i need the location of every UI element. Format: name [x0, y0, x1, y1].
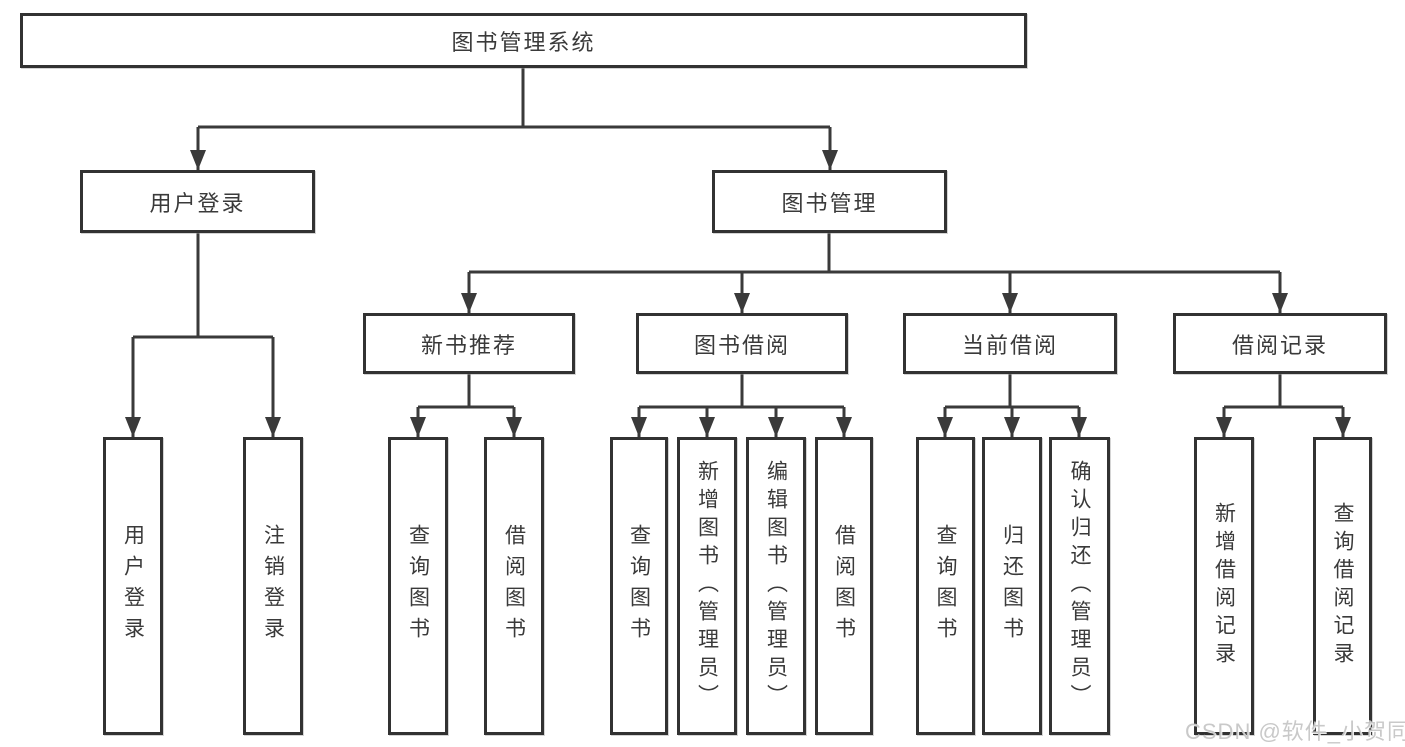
- leaf-query-books: 查询图书: [610, 437, 668, 735]
- leaf-confirm-return-admin: 确认归还（管理员）: [1049, 437, 1110, 735]
- leaf-add-books-admin: 新增图书（管理员）: [677, 437, 737, 735]
- node-label: 注销登录: [261, 524, 285, 648]
- node-label: 新增借阅记录: [1212, 502, 1236, 670]
- node-label: 编辑图书（管理员）: [764, 460, 788, 712]
- node-library-system: 图书管理系统: [20, 13, 1027, 68]
- node-label: 查询图书: [406, 524, 430, 648]
- leaf-logout: 注销登录: [243, 437, 303, 735]
- leaf-borrow-books: 借阅图书: [815, 437, 873, 735]
- node-label: 用户登录: [121, 524, 145, 648]
- leaf-borrow-books: 借阅图书: [484, 437, 544, 735]
- leaf-user-login: 用户登录: [103, 437, 163, 735]
- node-label: 借阅图书: [832, 524, 856, 648]
- csdn-watermark: CSDN @软件_小贺同学: [1185, 719, 1405, 744]
- node-label: 确认归还（管理员）: [1068, 460, 1091, 712]
- node-label: 查询图书: [627, 524, 651, 648]
- node-borrow-records: 借阅记录: [1173, 313, 1387, 374]
- node-current-borrow: 当前借阅: [903, 313, 1117, 374]
- node-label: 用户登录: [149, 190, 246, 216]
- node-book-management: 图书管理: [712, 170, 947, 233]
- node-label: 查询借阅记录: [1331, 502, 1354, 670]
- node-label: 新书推荐: [420, 332, 517, 358]
- leaf-edit-books-admin: 编辑图书（管理员）: [746, 437, 806, 735]
- leaf-query-books: 查询图书: [388, 437, 448, 735]
- node-book-borrow: 图书借阅: [636, 313, 848, 374]
- leaf-add-borrow-record: 新增借阅记录: [1194, 437, 1254, 735]
- node-label: 借阅图书: [502, 524, 526, 648]
- leaf-query-books: 查询图书: [916, 437, 975, 735]
- node-new-book-recommend: 新书推荐: [363, 313, 575, 374]
- node-label: 当前借阅: [961, 332, 1058, 358]
- node-label: 查询图书: [934, 524, 957, 648]
- node-label: 图书管理系统: [451, 29, 596, 55]
- leaf-query-borrow-record: 查询借阅记录: [1313, 437, 1372, 735]
- node-label: 图书借阅: [693, 332, 790, 358]
- node-label: 新增图书（管理员）: [695, 460, 719, 712]
- node-label: 归还图书: [1000, 524, 1024, 648]
- node-user-login: 用户登录: [80, 170, 315, 233]
- node-label: 借阅记录: [1231, 332, 1328, 358]
- leaf-return-books: 归还图书: [982, 437, 1042, 735]
- node-label: 图书管理: [781, 190, 878, 216]
